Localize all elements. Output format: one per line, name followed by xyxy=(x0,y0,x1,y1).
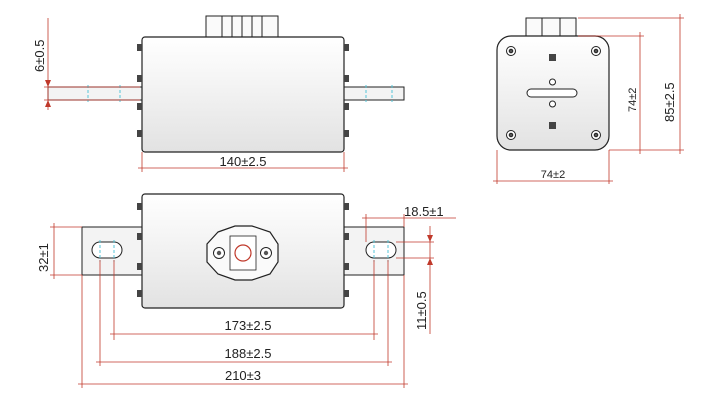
dim-18-label: 18.5±1 xyxy=(404,204,444,219)
dim-18-lines xyxy=(362,214,456,242)
dim-74h-lines xyxy=(578,32,644,154)
dim-11-lines xyxy=(396,226,434,334)
end-slot xyxy=(526,88,578,98)
end-dot-1 xyxy=(549,78,556,86)
dim-6-arrows xyxy=(45,80,51,107)
front-view: 6±0.5 140±2.5 xyxy=(32,15,405,172)
dim-85-label: 85±2.5 xyxy=(662,82,677,122)
dim-188-label: 188±2.5 xyxy=(225,346,272,361)
plan-centerlines xyxy=(99,240,389,262)
end-square-bottom xyxy=(549,122,556,129)
dim-210-label: 210±3 xyxy=(225,368,261,383)
end-square-top xyxy=(549,54,556,61)
dim-6-label: 6±0.5 xyxy=(32,40,47,72)
left-slot xyxy=(91,241,123,259)
plan-side-tabs xyxy=(137,203,349,297)
dim-188-lines xyxy=(96,260,392,366)
dim-6-lines xyxy=(44,18,140,110)
dim-32-lines xyxy=(50,223,82,279)
dim-173-label: 173±2.5 xyxy=(225,318,272,333)
dim-11-label: 11±0.5 xyxy=(414,291,429,330)
dim-210-lines xyxy=(78,275,408,388)
left-blade xyxy=(47,86,143,101)
top-connector xyxy=(205,15,279,39)
end-connector xyxy=(525,17,577,37)
end-dot-2 xyxy=(549,100,556,108)
dim-32-label: 32±1 xyxy=(36,243,51,272)
right-blade xyxy=(343,86,405,101)
dim-173-lines xyxy=(110,260,378,340)
front-side-tabs xyxy=(137,44,349,137)
right-slot xyxy=(365,241,397,259)
front-body xyxy=(141,36,345,153)
front-centerlines xyxy=(87,85,393,102)
dim-140-label: 140±2.5 xyxy=(220,154,267,169)
dim-85-lines xyxy=(578,14,684,154)
dim-74h-label: 74±2 xyxy=(627,88,639,112)
plan-view: 32±1 18.5±1 11±0.5 173±2.5 xyxy=(36,193,456,388)
dim-140-lines xyxy=(138,152,348,172)
dim-74w-label: 74±2 xyxy=(541,169,565,181)
end-view: 74±2 74±2 85±2.5 xyxy=(493,14,684,184)
plan-connector xyxy=(206,225,279,281)
end-screws xyxy=(506,46,601,140)
dim-11-arrows xyxy=(427,235,433,265)
dim-74w-lines xyxy=(493,150,613,184)
